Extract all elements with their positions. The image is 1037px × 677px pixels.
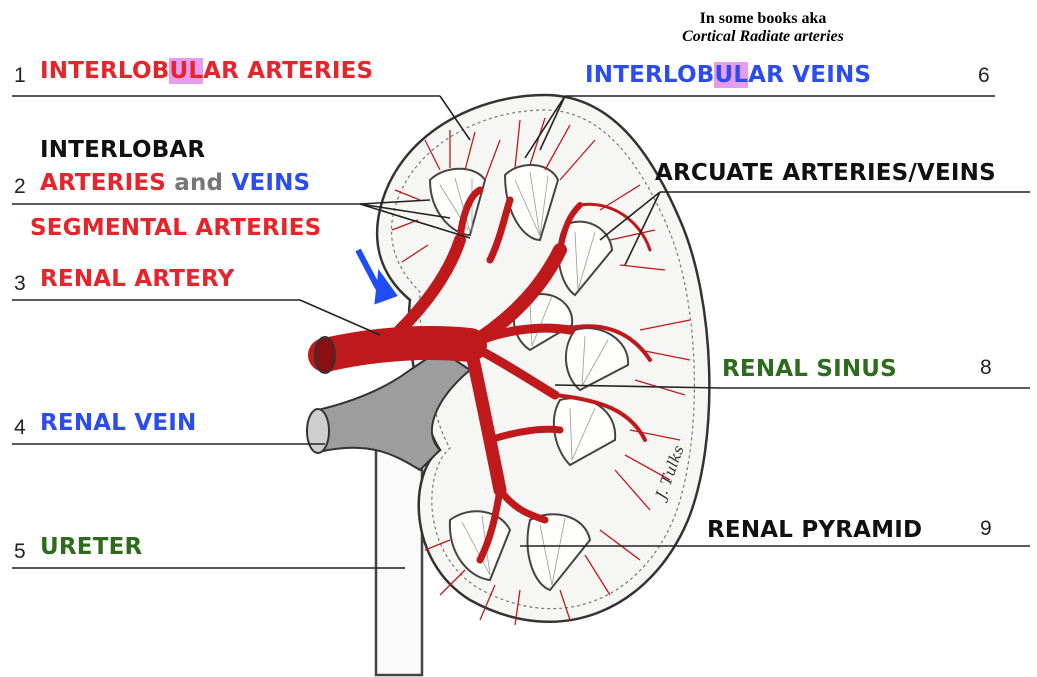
- renal-vein-label: RENAL VEIN: [40, 410, 196, 436]
- ureter-tube: [376, 450, 422, 675]
- cortical-radiate-note: In some books aka Cortical Radiate arter…: [618, 10, 908, 46]
- arcuate-label: ARCUATE ARTERIES/VEINS: [655, 160, 996, 186]
- label-number-6: 6: [978, 64, 990, 88]
- interlobular-veins-label: INTERLOBULAR VEINS: [585, 62, 871, 88]
- segmental-arteries-label: SEGMENTAL ARTERIES: [30, 215, 321, 241]
- ureter-label: URETER: [40, 534, 142, 560]
- renal-artery-label: RENAL ARTERY: [40, 266, 235, 292]
- label-number-5: 5: [14, 540, 26, 564]
- interlobular-arteries-label: INTERLOBULAR ARTERIES: [40, 58, 373, 84]
- interlobar-arteries-veins-label: ARTERIES and VEINS: [40, 170, 310, 196]
- label-number-4: 4: [14, 416, 26, 440]
- renal-pyramid-label: RENAL PYRAMID: [707, 517, 922, 543]
- label-number-9: 9: [980, 517, 992, 541]
- label-number-1: 1: [14, 64, 26, 88]
- label-number-3: 3: [14, 272, 26, 296]
- interlobar-label: INTERLOBAR: [40, 137, 205, 163]
- note-line-1: In some books aka: [618, 10, 908, 28]
- label-number-2: 2: [14, 175, 26, 199]
- renal-sinus-label: RENAL SINUS: [722, 356, 897, 382]
- label-number-8: 8: [980, 356, 992, 380]
- renal-artery-opening: [315, 337, 335, 373]
- note-line-2: Cortical Radiate arteries: [618, 28, 908, 46]
